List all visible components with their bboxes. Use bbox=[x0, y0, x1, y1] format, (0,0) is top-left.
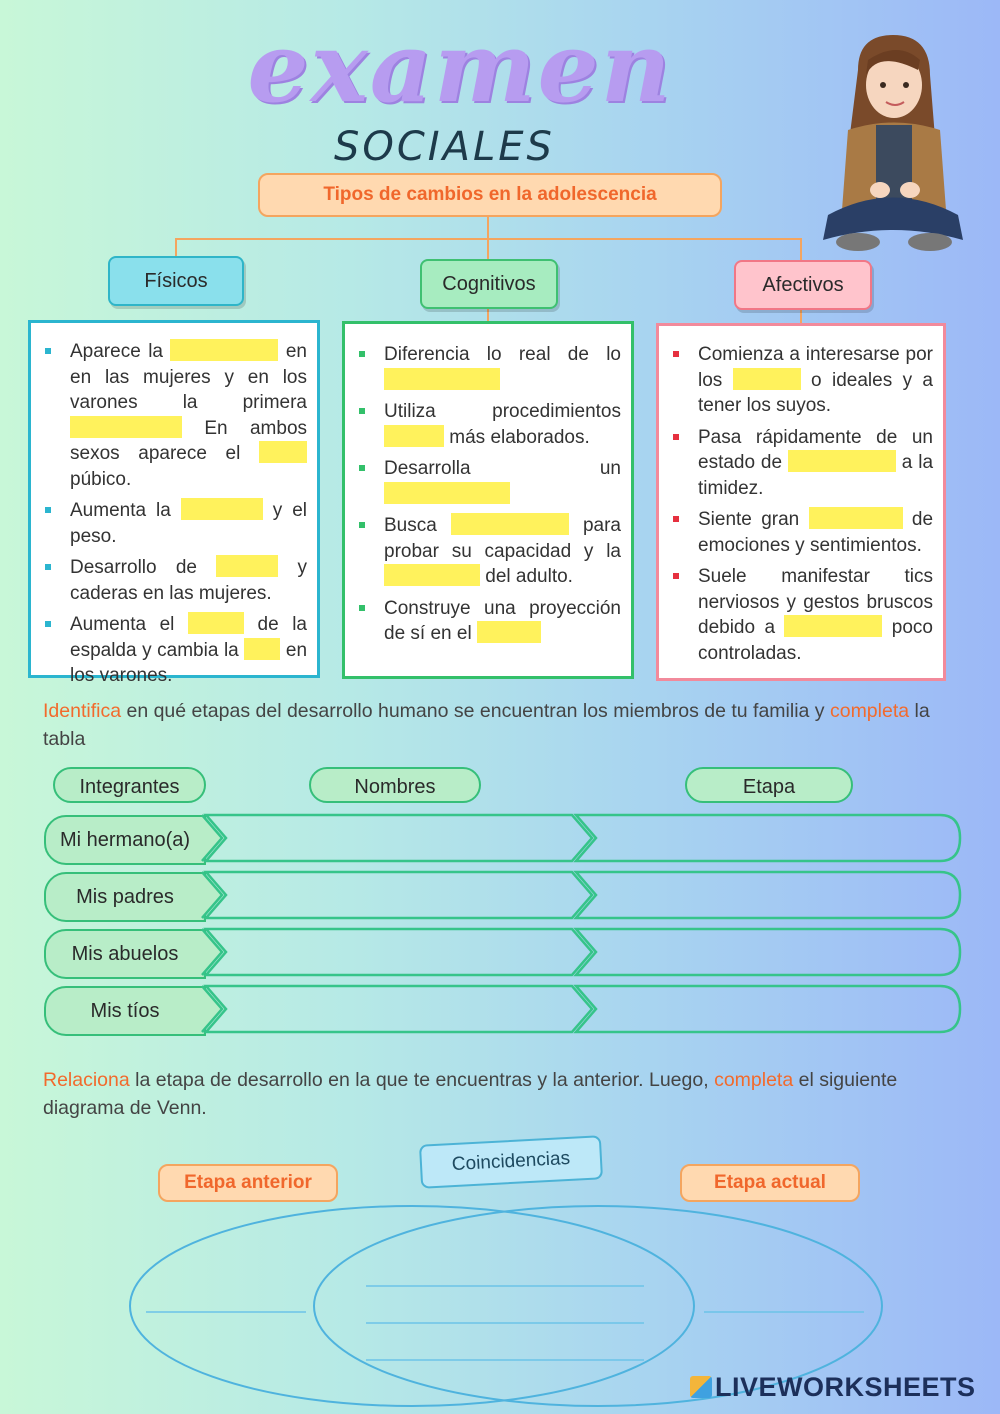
venn-circle-left bbox=[130, 1206, 694, 1406]
liveworksheets-logo: LIVEWORKSHEETS bbox=[690, 1372, 976, 1403]
logo-icon bbox=[690, 1376, 712, 1398]
